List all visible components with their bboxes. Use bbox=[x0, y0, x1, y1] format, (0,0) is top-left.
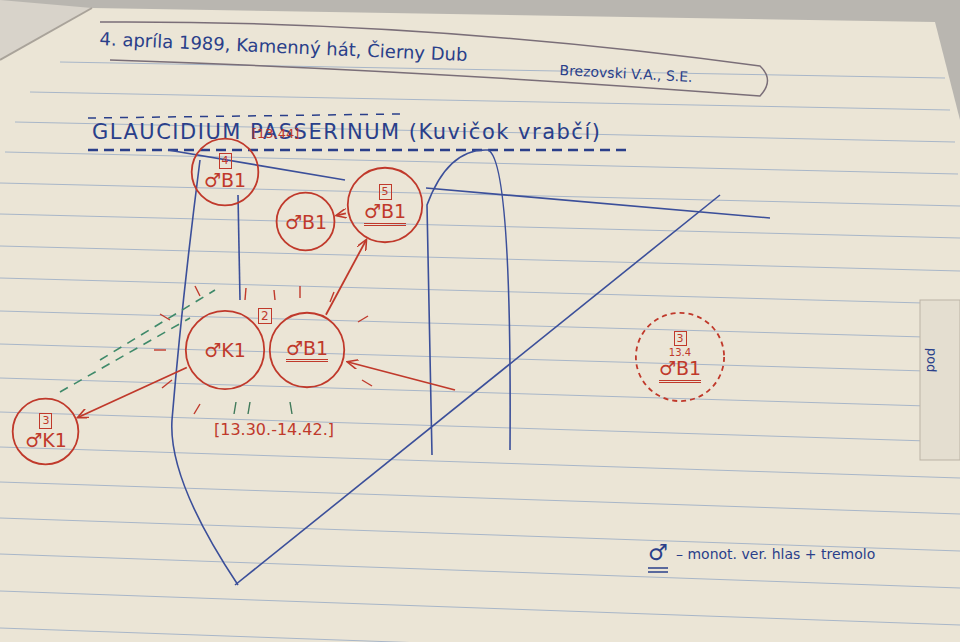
movement-arrow bbox=[78, 367, 187, 417]
owl-territory-circle: ♂B1 bbox=[269, 312, 345, 388]
callout-number: 3 bbox=[39, 413, 52, 428]
field-note: ♂ bbox=[648, 540, 668, 565]
owl-code: ♂B1 bbox=[204, 170, 246, 191]
owl-code: ♂K1 bbox=[204, 340, 246, 361]
species-title: GLAUCIDIUM PASSERINUM (Kuvičok vrabčí) bbox=[92, 120, 601, 144]
owl-territory-circle: 313.4♂B1 bbox=[635, 312, 725, 402]
callout-number: 4 bbox=[219, 153, 232, 168]
legend-entry: – monot. ver. hlas + tremolo bbox=[676, 546, 875, 562]
field-note: pod bbox=[922, 348, 938, 373]
field-note: [13.44] bbox=[252, 126, 299, 141]
owl-territory-circle: ♂K1 bbox=[185, 310, 265, 390]
callout-number: 2 bbox=[258, 308, 272, 324]
owl-code: 13.4 bbox=[669, 347, 691, 358]
field-note: [13.30.-14.42.] bbox=[214, 420, 334, 439]
owl-code: ♂K1 bbox=[25, 430, 67, 451]
owl-territory-circle: 5♂B1 bbox=[347, 167, 423, 243]
movement-arrow bbox=[337, 213, 346, 215]
movement-arrow bbox=[326, 240, 366, 315]
owl-territory-circle: ♂B1 bbox=[276, 192, 335, 251]
owl-code: ♂B1 bbox=[286, 338, 328, 363]
owl-code: ♂B1 bbox=[364, 201, 406, 226]
owl-code: ♂B1 bbox=[659, 358, 701, 383]
owl-territory-circle: 4♂B1 bbox=[191, 138, 259, 206]
owl-territory-circle: 3♂K1 bbox=[12, 398, 79, 465]
owl-code: ♂B1 bbox=[285, 212, 327, 233]
callout-number: 3 bbox=[674, 331, 687, 346]
callout-number: 5 bbox=[379, 184, 392, 199]
